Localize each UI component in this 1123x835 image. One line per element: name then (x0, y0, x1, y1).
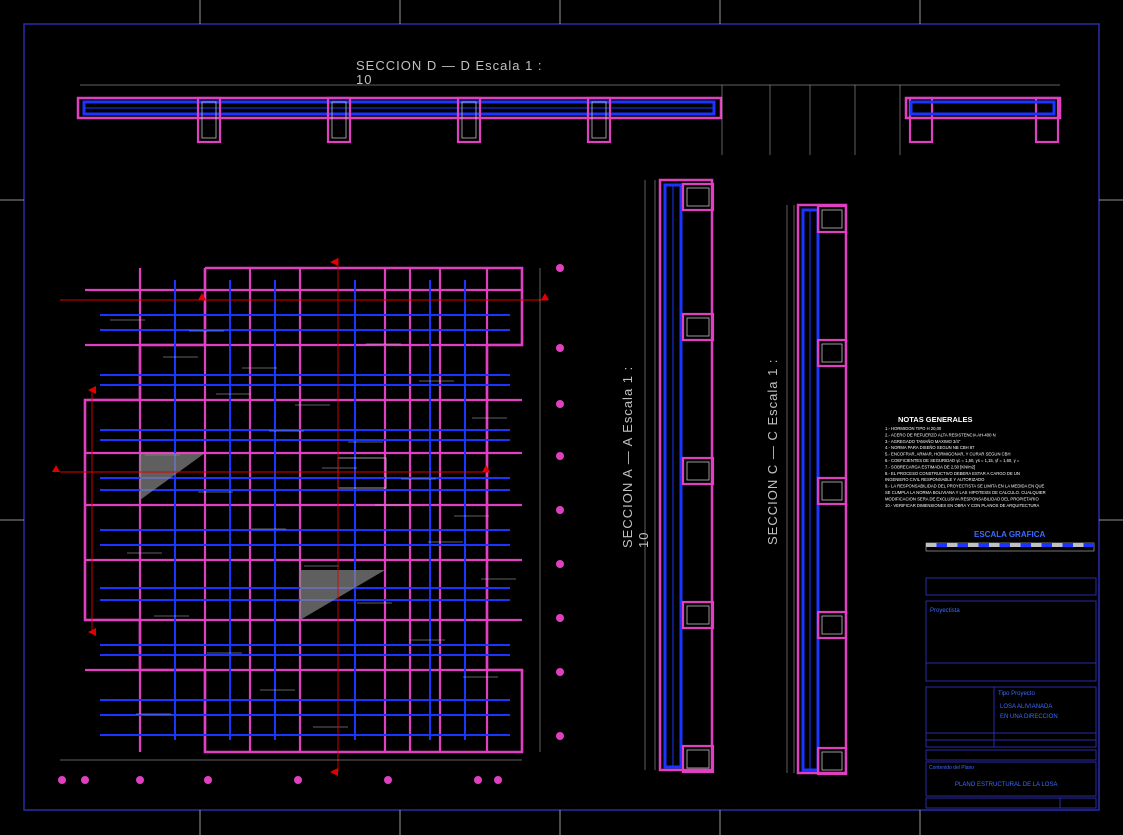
cc-rib (816, 746, 848, 776)
cc-rib (816, 204, 848, 234)
note-line: 3.- AGREGADO TAMAÑO MAXIMO 3/4" (885, 439, 961, 444)
section-cc-drawing (786, 203, 848, 776)
scale-cell (1020, 543, 1031, 547)
sheet-label: Contenido del Plano (929, 765, 974, 771)
cc-rib (816, 338, 848, 368)
section-dd-title: SECCION D — D Escala 1 : (356, 58, 543, 73)
scale-cell (1083, 543, 1094, 547)
section-dd-scale: 10 (356, 72, 372, 87)
note-line: INGENIERO CIVIL RESPONSABLE Y AUTORIZADO (885, 477, 985, 482)
sheet-name: PLANO ESTRUCTURAL DE LA LOSA (955, 782, 1057, 788)
scale-cell (968, 543, 979, 547)
section-cc-title: SECCION C — C Escala 1 : (765, 358, 780, 545)
scale-cell (1073, 543, 1084, 547)
axis-bubble (58, 776, 66, 784)
note-line: 10.- VERIFICAR DIMENSIONES EN OBRA Y CON… (885, 503, 1040, 508)
note-line: MODIFICACION SERA DE EXCLUSIVA RESPONSAB… (885, 496, 1039, 501)
axis-bubble (556, 452, 564, 460)
scale-cell (1041, 543, 1052, 547)
axis-bubble (384, 776, 392, 784)
project-label: Tipo Proyecto (998, 691, 1035, 697)
aa-rib (681, 600, 715, 630)
scale-cell (1031, 543, 1042, 547)
owner-label: Proyectista (930, 608, 960, 614)
scale-cell (1052, 543, 1063, 547)
aa-rib (681, 312, 715, 342)
notes-title: NOTAS GENERALES (898, 415, 972, 424)
axis-bubble (556, 344, 564, 352)
axis-bubble (494, 776, 502, 784)
section-aa-title: SECCION A — A Escala 1 : (620, 366, 635, 548)
scale-cell (999, 543, 1010, 547)
notes-list: 1.- HORMIGON TIPO H 20,002.- ACERO DE RE… (885, 426, 1046, 508)
scale-cell (989, 543, 1000, 547)
note-line: 5.- ENCOFRAR, ARMAR, HORMIGONAR, Y CURAR… (885, 452, 1011, 457)
scale-cell (957, 543, 968, 547)
structural-plan (52, 258, 564, 784)
dd-rib (326, 96, 352, 144)
scale-cell (936, 543, 947, 547)
axis-bubble (556, 506, 564, 514)
section-dd-drawing (76, 84, 1062, 155)
scale-cell (926, 543, 937, 547)
project-line-2: EN UNA DIRECCION (1000, 714, 1058, 720)
note-line: 9.- LA RESPONSABILIDAD DEL PROYECTISTA S… (885, 484, 1045, 489)
axis-bubble (556, 560, 564, 568)
note-line: SE CUMPLA LA NORMA BOLIVIANA Y LAS HIPOT… (885, 490, 1046, 495)
dd-rib (456, 96, 482, 144)
section-aa-drawing (644, 178, 715, 774)
cc-rib (816, 476, 848, 506)
axis-bubble (556, 668, 564, 676)
axis-bubble (204, 776, 212, 784)
scale-bar-title: ESCALA GRAFICA (974, 530, 1045, 539)
scale-cell (1010, 543, 1021, 547)
axis-bubble (474, 776, 482, 784)
axis-bubble (556, 400, 564, 408)
axis-bubble (556, 732, 564, 740)
aa-rib (681, 182, 715, 212)
dd-rib (586, 96, 612, 144)
sheet-frame (23, 23, 1100, 811)
scale-bar (925, 542, 1095, 552)
cc-rib (816, 610, 848, 640)
note-line: 8.- EL PROCESO CONSTRUCTIVO DEBERA ESTAR… (885, 471, 1020, 476)
dd-rib (196, 96, 222, 144)
aa-rib (681, 744, 715, 774)
section-aa-scale: 10 (636, 532, 651, 548)
scale-cell (947, 543, 958, 547)
axis-bubble (556, 614, 564, 622)
axis-bubble (136, 776, 144, 784)
note-line: 6.- COEFICIENTES DE SEGURIDAD γc = 1,50,… (885, 458, 1020, 463)
project-line-1: LOSA ALIVIANADA (1000, 704, 1052, 710)
note-line: 7.- SOBRECARGA ESTIMADA DE 2,50 [KN/m2] (885, 464, 975, 469)
note-line: 4.- NORMA PARA DISEÑO SEGUN NB CBH 87 (885, 445, 975, 450)
aa-rib (681, 456, 715, 486)
note-line: 1.- HORMIGON TIPO H 20,00 (885, 426, 942, 431)
axis-bubble (81, 776, 89, 784)
title-block (925, 577, 1097, 809)
scale-cell (1062, 543, 1073, 547)
note-line: 2.- ACERO DE REFUERZO ALTA RESISTENCIA A… (885, 432, 996, 437)
scale-cell (978, 543, 989, 547)
axis-bubble (294, 776, 302, 784)
axis-bubble (556, 264, 564, 272)
